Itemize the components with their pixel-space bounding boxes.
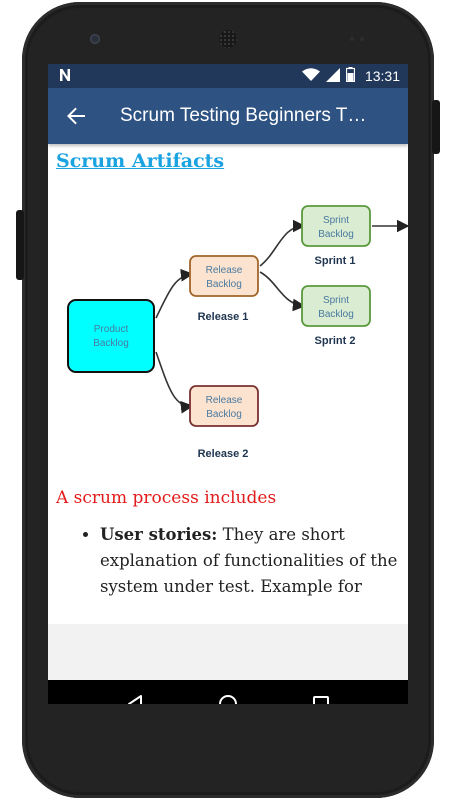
release-backlog-1-node (189, 255, 259, 297)
sprint-backlog-2-line2: Backlog (318, 309, 354, 320)
nav-recents-button[interactable] (301, 684, 341, 704)
front-camera (90, 34, 100, 44)
scrum-artifacts-diagram: Product Backlog Release Backlog Release … (67, 205, 408, 460)
connector-product-release1 (155, 268, 194, 319)
nav-back-button[interactable] (115, 684, 155, 704)
connector-product-release2 (155, 351, 194, 414)
earpiece-speaker (219, 30, 237, 48)
connector-release1-sprint1 (259, 219, 306, 267)
connector-release1-sprint2 (259, 271, 306, 312)
system-nav-bar (48, 680, 408, 704)
sprint-backlog-2-line1: Sprint (323, 295, 349, 306)
product-backlog-node (67, 299, 155, 373)
sprint-2-label: Sprint 2 (315, 335, 356, 347)
recents-square-icon (313, 696, 330, 704)
bullet-text: They are short explanation of functional… (100, 525, 398, 596)
arrow-back-icon (67, 107, 85, 125)
section-heading: A scrum process includes (56, 488, 277, 508)
signal-icon (325, 67, 340, 85)
proximity-sensor (350, 37, 364, 42)
volume-button (16, 210, 24, 280)
power-button (432, 100, 440, 154)
release-backlog-1-line1: Release (206, 265, 243, 276)
n-notification-icon (58, 68, 72, 85)
scrum-artifacts-link[interactable]: Scrum Artifacts (56, 150, 225, 172)
sprint-backlog-2-node (301, 285, 371, 327)
back-triangle-icon (127, 695, 142, 704)
product-backlog-line1: Product (94, 324, 129, 335)
app-title: Scrum Testing Beginners T… (120, 105, 367, 126)
home-circle-icon (218, 695, 237, 704)
clock: 13:31 (364, 68, 400, 84)
battery-icon (345, 67, 356, 85)
release-backlog-1-line2: Backlog (206, 279, 242, 290)
wifi-icon (301, 67, 320, 85)
sprint-backlog-1-node (301, 205, 371, 247)
status-bar: 13:31 (48, 64, 408, 88)
sprint-backlog-1-line1: Sprint (323, 215, 349, 226)
bottom-spacer (48, 624, 408, 680)
bullet-term: User stories: (100, 525, 218, 544)
release-backlog-2-node (189, 385, 259, 427)
list-item: User stories: They are short explanation… (100, 522, 400, 600)
article-content[interactable]: Scrum Artifacts Product Backlog Release … (48, 144, 408, 624)
app-bar: Scrum Testing Beginners T… (48, 88, 408, 144)
product-backlog-line2: Backlog (93, 338, 129, 349)
nav-home-button[interactable] (208, 684, 248, 704)
release-1-label: Release 1 (198, 311, 249, 323)
release-backlog-2-line2: Backlog (206, 409, 242, 420)
release-2-label: Release 2 (198, 448, 249, 460)
bullet-list: User stories: They are short explanation… (56, 522, 400, 600)
release-backlog-2-line1: Release (206, 395, 243, 406)
back-button[interactable] (48, 88, 104, 144)
screen: 13:31 Scrum Testing Beginners T… Scrum A… (48, 64, 408, 704)
sprint-1-label: Sprint 1 (315, 255, 356, 267)
sprint-backlog-1-line2: Backlog (318, 229, 354, 240)
